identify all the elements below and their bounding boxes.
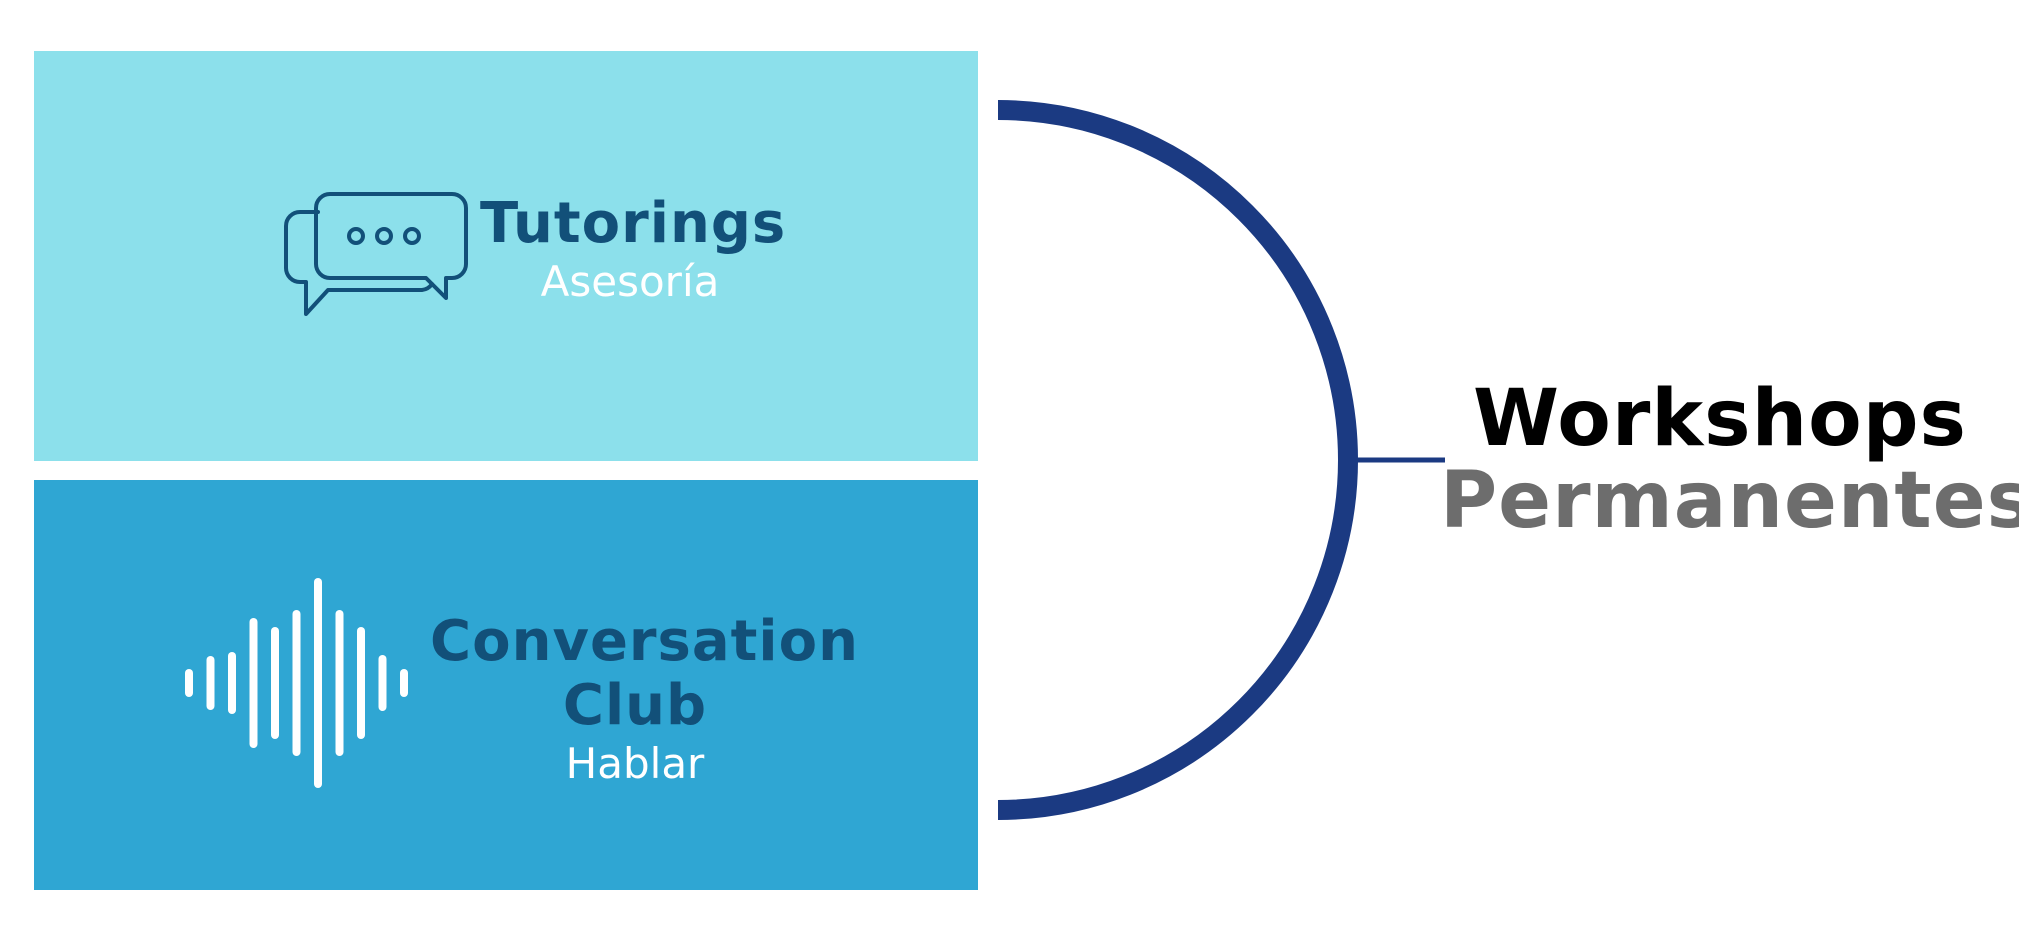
tutorings-box	[34, 51, 978, 461]
conversation-club-subtitle: Hablar	[565, 739, 705, 788]
semicircle-bracket	[997, 100, 1358, 820]
tutorings-title: Tutorings	[480, 191, 787, 256]
chat-bubbles-icon	[280, 188, 473, 333]
workshops-label: Workshops Permanentes	[1440, 374, 2019, 546]
conversation-club-title-line1: Conversation	[430, 609, 859, 674]
tutorings-subtitle: Asesoría	[540, 257, 720, 306]
workshops-title: Workshops	[1473, 374, 1967, 464]
conversation-club-label: Conversation Club Hablar	[430, 609, 859, 790]
tutorings-label: Tutorings Asesoría	[480, 191, 787, 308]
workshops-subtitle: Permanentes	[1440, 456, 2019, 546]
conversation-club-title-line2: Club	[562, 673, 708, 738]
sound-wave-icon	[183, 578, 430, 788]
